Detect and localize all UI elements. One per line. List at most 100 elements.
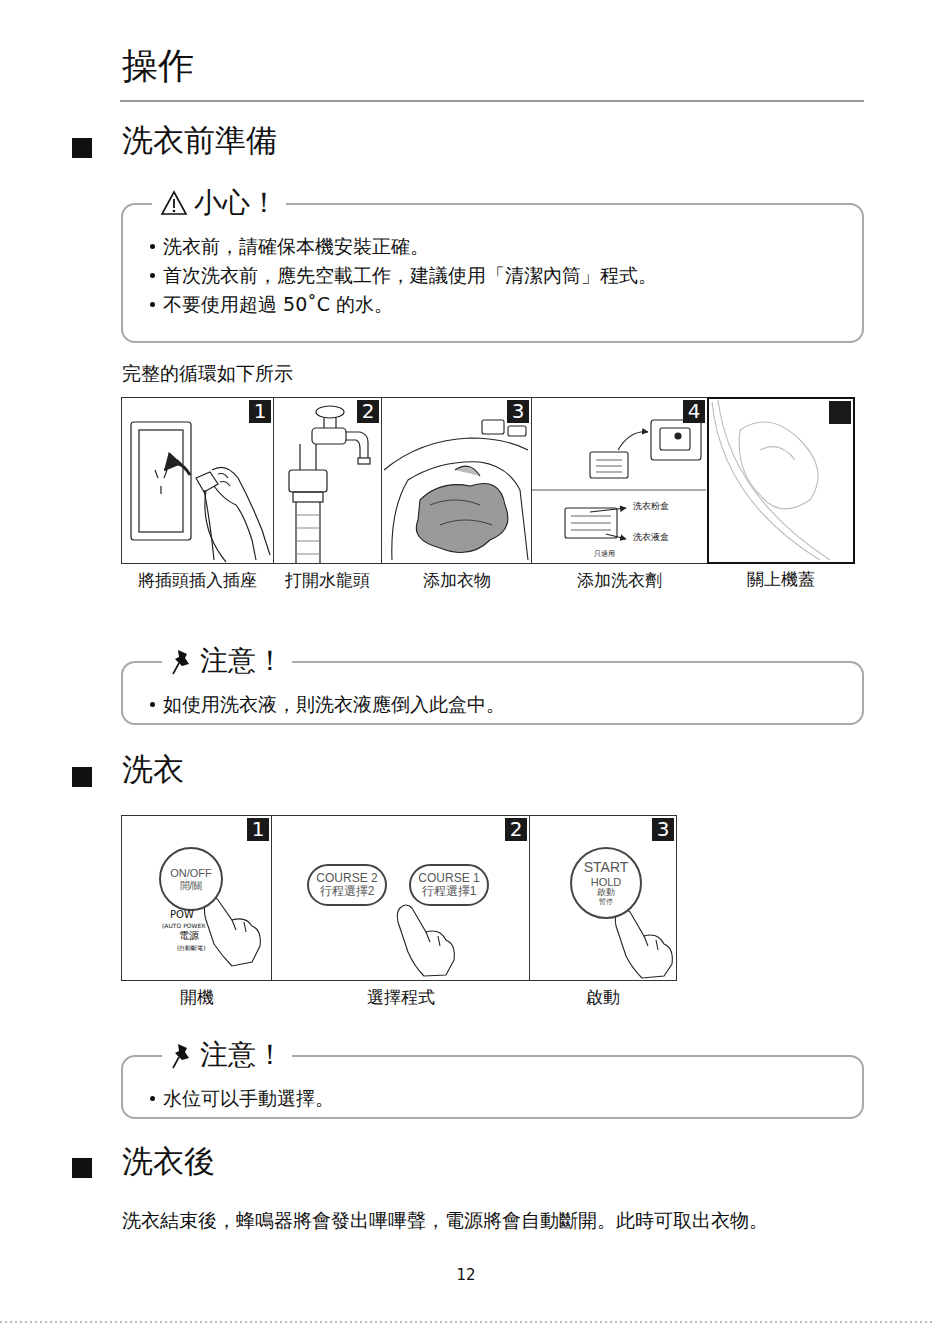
step-caption: 啟動 (520, 986, 686, 1008)
part-label: 洗衣液盒 (633, 532, 669, 543)
illustration-stroke (590, 452, 628, 478)
bullet-dot (150, 273, 155, 278)
step-panel: 3啟動STARTHOLD啟動暫停 (529, 815, 677, 981)
illustration-stroke (660, 428, 690, 450)
illustration-stroke (606, 534, 626, 539)
step-number-box: 2 (505, 818, 527, 841)
button-text: 開/關 (180, 880, 203, 891)
part-label: 只適用 (594, 550, 615, 558)
illustration-stroke (160, 486, 161, 494)
button-text: 啟動 (597, 888, 615, 898)
section-heading: 洗衣前準備 (122, 122, 277, 159)
illustration-stroke (312, 428, 346, 444)
pin-needle (173, 663, 179, 674)
notice-text: 如使用洗衣液，則洗衣液應倒入此盒中。 (163, 693, 505, 715)
step-number: 3 (512, 399, 525, 423)
section-heading: 洗衣 (122, 751, 184, 788)
control-button: COURSE 2行程選擇2 (307, 864, 387, 906)
step-panel: 3添加衣物 (381, 397, 532, 564)
illustration-stroke (644, 936, 658, 950)
tub-illustration (384, 420, 528, 560)
illustration-stroke (218, 474, 230, 487)
step-caption: 添加洗衣劑 (522, 569, 717, 591)
bullet-row: 首次洗衣前，應先空載工作，建議使用「清潔內筒」程式。 (163, 261, 842, 290)
illustration-stroke (316, 406, 344, 418)
illustration-stroke (358, 458, 370, 464)
control-button: ON/OFF開/關 (159, 847, 223, 911)
body-text: 洗衣結束後，蜂鳴器將會發出嗶嗶聲，電源將會自動斷開。此時可取出衣物。 (122, 1209, 768, 1232)
illustration-stroke (300, 444, 316, 470)
part-label: 洗衣粉盒 (633, 501, 669, 512)
illustration-stroke (615, 909, 672, 978)
notice-box: 小心！洗衣前，請確保本機安裝正確。首次洗衣前，應先空載工作，建議使用「清潔內筒」… (121, 203, 864, 343)
step-caption: 選擇程式 (262, 986, 539, 1008)
illustration-stroke (571, 516, 611, 530)
illustration-stroke (651, 420, 701, 460)
warning-dot (173, 210, 176, 213)
control-button: STARTHOLD啟動暫停 (570, 847, 642, 919)
step-number: 2 (510, 817, 523, 841)
illustration-stroke (131, 422, 191, 540)
step-number: 1 (254, 399, 267, 423)
illustration-stroke (205, 490, 226, 562)
bullet-dot (150, 302, 155, 307)
part-label: (AUTO POWER (162, 922, 205, 929)
step-number: 4 (688, 399, 701, 423)
part-label: POW (170, 909, 194, 921)
illustration-stroke (324, 418, 336, 428)
notice-text: 首次洗衣前，應先空載工作，建議使用「清潔內筒」程式。 (163, 264, 657, 286)
step-panel: 關上機蓋 (707, 397, 855, 564)
bullet-row: 如使用洗衣液，則洗衣液應倒入此盒中。 (163, 690, 842, 719)
illustration-stroke (0, 1322, 934, 1323)
part-label: (自動斷電) (177, 944, 206, 951)
bullet-dot (150, 702, 155, 707)
button-text: HOLD (591, 876, 622, 888)
step-caption: 開機 (112, 986, 281, 1008)
warning-icon (160, 190, 188, 216)
illustration-stroke (296, 502, 320, 563)
pin-icon (170, 647, 194, 675)
notice-heading: 注意！ (200, 1038, 284, 1072)
illustration-stroke (212, 467, 270, 555)
illustration-stroke (346, 432, 368, 458)
detergent-illustration (532, 420, 706, 539)
bullet-row: 水位可以手動選擇。 (163, 1084, 842, 1113)
button-text: COURSE 2 (316, 872, 377, 885)
illustration-stroke (165, 464, 190, 475)
warning-triangle (162, 192, 186, 214)
notice-heading-wrap: 注意！ (162, 1038, 292, 1072)
illustration-stroke (416, 483, 508, 552)
illustration-stroke (532, 489, 706, 490)
step-panel: 2打開水龍頭 (273, 397, 382, 564)
part-label: 電源 (179, 930, 199, 942)
step-panel: 1開機ON/OFF開/關 (121, 815, 272, 981)
step-number: 1 (252, 817, 265, 841)
pin-head (175, 650, 189, 666)
step-panel: 4添加洗衣劑 (531, 397, 708, 564)
illustration-stroke (397, 905, 454, 976)
button-text: 暫停 (599, 898, 613, 906)
step-number-box: 2 (357, 400, 379, 423)
illustration-stroke (214, 486, 256, 560)
page-title: 操作 (122, 44, 194, 87)
button-text: 行程選擇2 (320, 885, 375, 898)
section-heading: 洗衣後 (122, 1143, 215, 1180)
illustration-stroke (712, 402, 820, 560)
step-number-box: 1 (249, 400, 271, 423)
bullet-dot (150, 1096, 155, 1101)
notice-heading-wrap: 小心！ (152, 186, 286, 220)
button-text: ON/OFF (170, 867, 212, 879)
pin-head (175, 1044, 189, 1060)
illustration-stroke (296, 515, 320, 554)
illustration-stroke (139, 430, 183, 532)
step-number: 2 (362, 399, 375, 423)
illustration-stroke (739, 422, 818, 509)
illustration-stroke (455, 466, 480, 476)
step-number-box (829, 401, 851, 424)
illustration-stroke (508, 426, 526, 436)
step-caption: 添加衣物 (372, 569, 541, 591)
illustration-stroke (590, 508, 626, 512)
pin-icon (170, 1041, 194, 1069)
illustration-stroke (155, 470, 158, 478)
